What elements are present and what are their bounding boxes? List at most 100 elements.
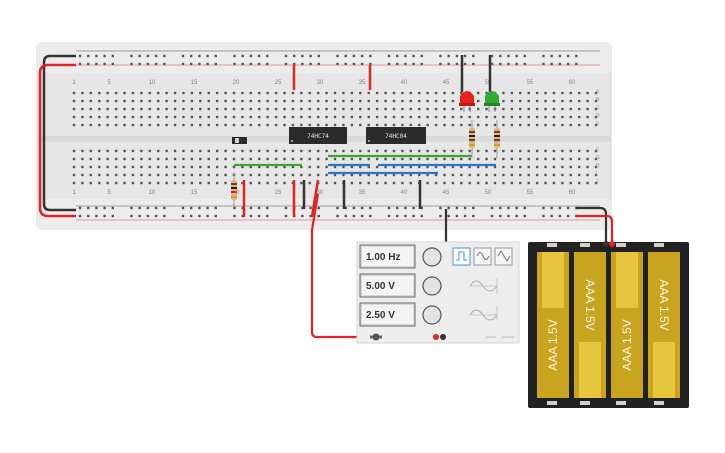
breadboard-hole[interactable] bbox=[523, 62, 526, 66]
breadboard-hole[interactable] bbox=[392, 115, 396, 119]
breadboard-hole[interactable] bbox=[476, 99, 480, 103]
breadboard-hole[interactable] bbox=[146, 214, 150, 218]
breadboard-hole[interactable] bbox=[434, 149, 438, 153]
breadboard-hole[interactable] bbox=[476, 91, 480, 95]
breadboard-hole[interactable] bbox=[181, 206, 185, 210]
breadboard-hole[interactable] bbox=[350, 157, 354, 161]
breadboard-hole[interactable] bbox=[316, 165, 320, 169]
breadboard-hole[interactable] bbox=[283, 123, 286, 127]
breadboard-hole[interactable] bbox=[426, 123, 429, 127]
breadboard-hole[interactable] bbox=[369, 206, 372, 210]
breadboard-hole[interactable] bbox=[190, 62, 193, 66]
breadboard-hole[interactable] bbox=[190, 165, 194, 169]
breadboard-hole[interactable] bbox=[502, 99, 505, 103]
breadboard-hole[interactable] bbox=[232, 123, 236, 127]
breadboard-hole[interactable] bbox=[266, 206, 269, 210]
breadboard-hole[interactable] bbox=[308, 165, 311, 169]
breadboard-hole[interactable] bbox=[342, 173, 345, 177]
breadboard-hole[interactable] bbox=[257, 62, 261, 66]
breadboard-hole[interactable] bbox=[198, 214, 201, 218]
breadboard-hole[interactable] bbox=[274, 157, 278, 161]
breadboard-hole[interactable] bbox=[173, 149, 177, 153]
breadboard-hole[interactable] bbox=[131, 91, 135, 95]
breadboard-hole[interactable] bbox=[316, 149, 320, 153]
breadboard-hole[interactable] bbox=[502, 149, 505, 153]
breadboard-hole[interactable] bbox=[163, 206, 166, 210]
breadboard-hole[interactable] bbox=[578, 157, 581, 161]
breadboard-hole[interactable] bbox=[241, 123, 244, 127]
breadboard-hole[interactable] bbox=[336, 214, 339, 218]
breadboard-hole[interactable] bbox=[404, 214, 407, 218]
breadboard-hole[interactable] bbox=[291, 99, 295, 103]
breadboard-hole[interactable] bbox=[224, 115, 227, 119]
breadboard-hole[interactable] bbox=[575, 62, 578, 66]
breadboard-hole[interactable] bbox=[224, 181, 227, 185]
waveform-buttons[interactable] bbox=[452, 247, 513, 266]
breadboard-hole[interactable] bbox=[266, 149, 269, 153]
breadboard-hole[interactable] bbox=[569, 91, 572, 95]
breadboard-hole[interactable] bbox=[578, 173, 581, 177]
breadboard-hole[interactable] bbox=[333, 173, 337, 177]
breadboard-hole[interactable] bbox=[249, 157, 253, 161]
breadboard-hole[interactable] bbox=[485, 157, 488, 161]
breadboard-hole[interactable] bbox=[401, 99, 404, 103]
breadboard-hole[interactable] bbox=[182, 123, 185, 127]
breadboard-hole[interactable] bbox=[291, 173, 295, 177]
breadboard-hole[interactable] bbox=[165, 123, 168, 127]
breadboard-hole[interactable] bbox=[95, 54, 98, 58]
breadboard-hole[interactable] bbox=[586, 107, 589, 111]
breadboard-hole[interactable] bbox=[401, 115, 404, 119]
breadboard-hole[interactable] bbox=[418, 123, 421, 127]
breadboard-hole[interactable] bbox=[291, 123, 295, 127]
breadboard-hole[interactable] bbox=[300, 107, 303, 111]
breadboard-hole[interactable] bbox=[447, 206, 450, 210]
breadboard-hole[interactable] bbox=[81, 99, 84, 103]
breadboard-hole[interactable] bbox=[384, 157, 387, 161]
breadboard-hole[interactable] bbox=[515, 214, 518, 218]
breadboard-hole[interactable] bbox=[426, 115, 429, 119]
breadboard-hole[interactable] bbox=[182, 91, 185, 95]
breadboard-hole[interactable] bbox=[199, 107, 202, 111]
breadboard-hole[interactable] bbox=[233, 206, 236, 210]
breadboard-hole[interactable] bbox=[233, 54, 236, 58]
breadboard-hole[interactable] bbox=[409, 107, 412, 111]
breadboard-hole[interactable] bbox=[98, 107, 101, 111]
breadboard-hole[interactable] bbox=[527, 149, 530, 153]
breadboard-hole[interactable] bbox=[552, 149, 556, 153]
breadboard-hole[interactable] bbox=[544, 165, 547, 169]
breadboard-hole[interactable] bbox=[544, 115, 547, 119]
breadboard-hole[interactable] bbox=[404, 206, 407, 210]
breadboard-hole[interactable] bbox=[215, 123, 219, 127]
breadboard-hole[interactable] bbox=[72, 115, 76, 119]
breadboard-hole[interactable] bbox=[359, 157, 362, 161]
breadboard-hole[interactable] bbox=[123, 165, 126, 169]
breadboard-hole[interactable] bbox=[342, 99, 345, 103]
breadboard-hole[interactable] bbox=[552, 165, 556, 169]
breadboard-hole[interactable] bbox=[157, 123, 160, 127]
breadboard-hole[interactable] bbox=[561, 99, 564, 103]
breadboard-hole[interactable] bbox=[131, 107, 135, 111]
breadboard-hole[interactable] bbox=[510, 181, 514, 185]
breadboard-hole[interactable] bbox=[291, 115, 295, 119]
breadboard-hole[interactable] bbox=[468, 165, 471, 169]
breadboard-hole[interactable] bbox=[578, 123, 581, 127]
breadboard-hole[interactable] bbox=[594, 165, 598, 169]
breadboard-hole[interactable] bbox=[485, 115, 488, 119]
breadboard-hole[interactable] bbox=[578, 165, 581, 169]
chip-74hc74[interactable]: 74HC74 bbox=[289, 127, 347, 144]
breadboard-hole[interactable] bbox=[241, 181, 244, 185]
breadboard-hole[interactable] bbox=[409, 149, 412, 153]
breadboard-hole[interactable] bbox=[190, 99, 194, 103]
breadboard-hole[interactable] bbox=[232, 91, 236, 95]
breadboard-hole[interactable] bbox=[392, 123, 396, 127]
breadboard-hole[interactable] bbox=[148, 115, 151, 119]
breadboard-hole[interactable] bbox=[182, 181, 185, 185]
breadboard-hole[interactable] bbox=[106, 123, 109, 127]
breadboard-hole[interactable] bbox=[241, 54, 244, 58]
breadboard-hole[interactable] bbox=[333, 91, 337, 95]
breadboard-hole[interactable] bbox=[274, 165, 278, 169]
breadboard-hole[interactable] bbox=[367, 181, 370, 185]
battery-pack[interactable]: AAA 1.5V AAA 1.5V AAA 1.5V AAA 1.5V bbox=[528, 241, 689, 408]
green-led[interactable] bbox=[484, 91, 500, 112]
breadboard-hole[interactable] bbox=[266, 181, 269, 185]
